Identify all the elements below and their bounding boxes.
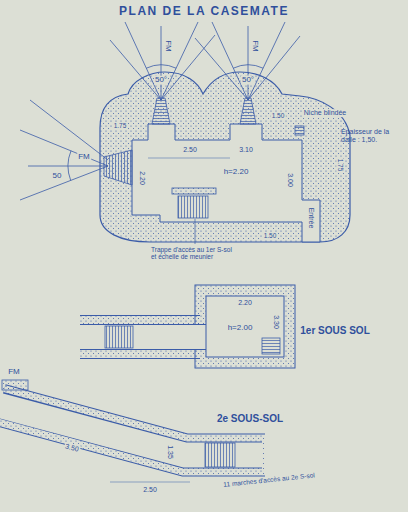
dimension-line xyxy=(148,158,230,159)
dimension-label: Entrée xyxy=(307,207,315,230)
dimension-label: 2.50 xyxy=(182,146,198,154)
dimension-line xyxy=(110,482,190,483)
stairs xyxy=(105,326,133,348)
corridor xyxy=(79,325,211,349)
dimension-label: FM xyxy=(7,368,21,377)
plan-title: PLAN DE LA CASEMATE xyxy=(0,4,408,18)
stairs xyxy=(205,443,235,467)
dimension-label: 50° xyxy=(241,76,255,85)
stairs xyxy=(178,196,208,218)
dimension-label: 1.50 xyxy=(263,232,278,239)
dimension-label: FM xyxy=(77,153,91,162)
dimension-label: Trappe d'accès au 1er S-sol et échelle d… xyxy=(150,246,237,260)
dimension-label: 2.50 xyxy=(142,486,158,494)
dimension-label: Niche blindée xyxy=(303,109,347,117)
drawing-stroke xyxy=(30,100,108,160)
embrasure xyxy=(104,150,132,185)
dimension-label: Epaisseur de la dalle : 1,50. xyxy=(340,128,404,143)
casemate-interior xyxy=(132,124,320,242)
dimension-label: 1.75 xyxy=(336,158,343,173)
dimension-label: 2.20 xyxy=(237,299,253,307)
dimension-label: FM xyxy=(251,39,260,53)
drawing-stroke xyxy=(20,166,108,200)
dimension-label: 1.35 xyxy=(166,444,174,460)
inner-wall xyxy=(172,188,216,194)
embrasure xyxy=(152,98,170,124)
dimension-label: 1.75 xyxy=(113,122,128,129)
dimension-label: 50° xyxy=(154,76,168,85)
room-walls xyxy=(195,285,295,368)
drawing-stroke xyxy=(233,65,263,68)
dimension-label: h=2.00 xyxy=(227,324,254,333)
dimension-label: 3.00 xyxy=(286,172,294,188)
armoured-niche xyxy=(295,126,304,135)
room xyxy=(206,296,284,357)
dimension-label: FM xyxy=(164,39,173,53)
corridor xyxy=(80,324,210,350)
dimension-label: 2.20 xyxy=(138,170,146,186)
dimension-label: h=2.20 xyxy=(223,168,250,177)
embrasure xyxy=(240,98,256,124)
dimension-label: 1.50 xyxy=(271,112,286,119)
casemate-outline xyxy=(100,72,350,242)
dimension-label: 2e SOUS-SOL xyxy=(216,413,284,424)
fm-post xyxy=(2,380,28,390)
leader-line xyxy=(195,219,196,244)
dimension-label: 3.10 xyxy=(238,146,254,154)
dimension-label: 3.30 xyxy=(272,314,280,330)
drawing-stroke xyxy=(20,130,108,166)
drawing-stroke xyxy=(68,151,71,181)
dimension-label: 1er SOUS SOL xyxy=(299,325,370,336)
drawing-stroke xyxy=(146,65,176,68)
dimension-label: 50 xyxy=(52,172,63,181)
ladder xyxy=(262,338,280,354)
